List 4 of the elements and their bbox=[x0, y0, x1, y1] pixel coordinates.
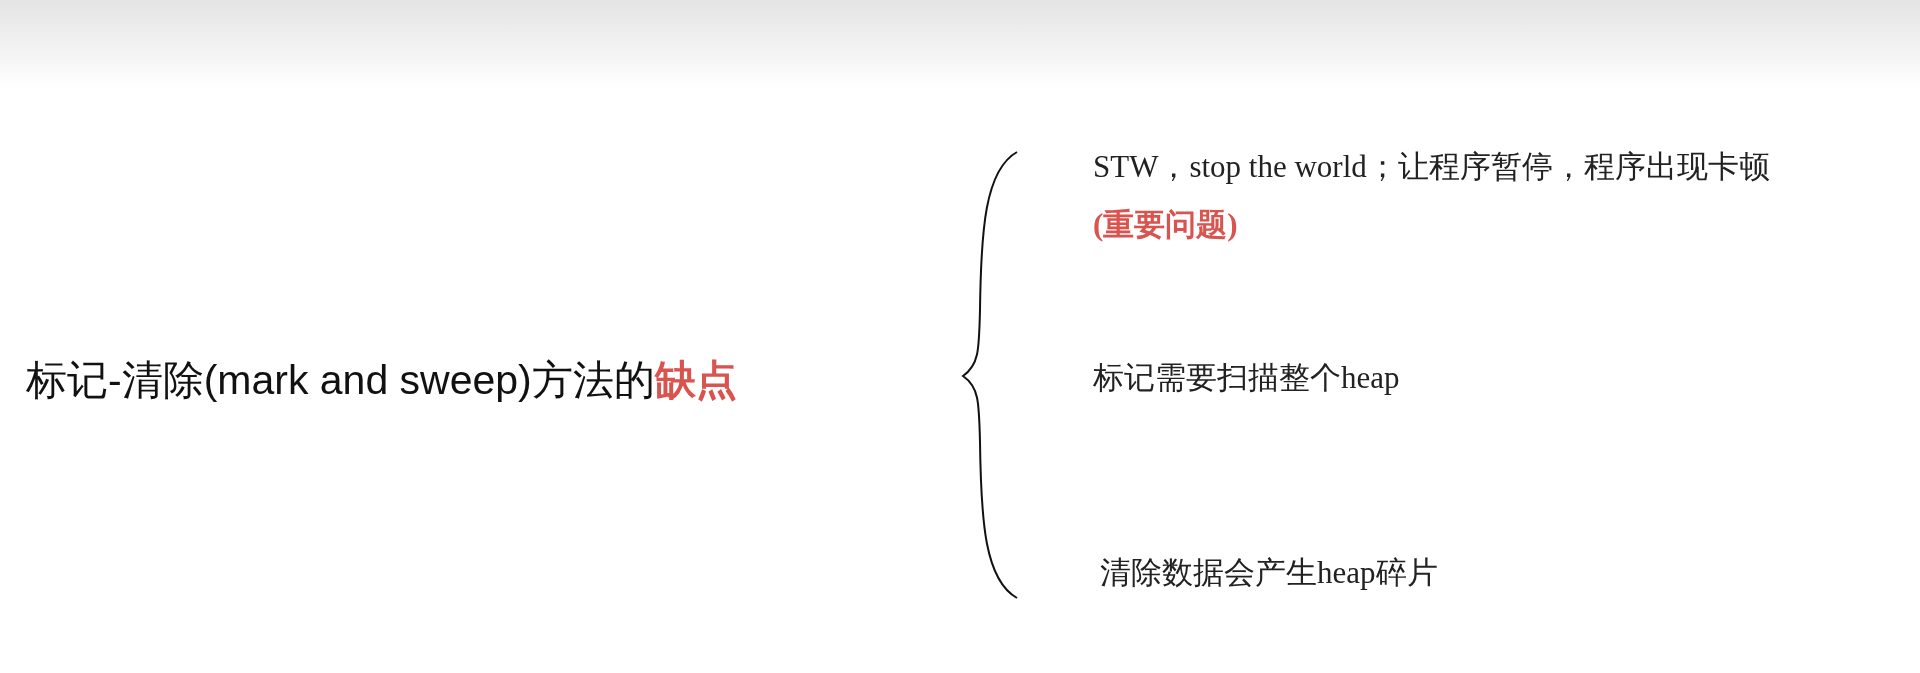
heading-text: 标记-清除(mark and sweep)方法的缺点 bbox=[26, 356, 737, 405]
point-text: STW，stop the world；让程序暂停，程序出现卡顿(重要问题) bbox=[1093, 148, 1771, 244]
point-text: 标记需要扫描整个heap bbox=[1093, 359, 1400, 397]
point-text: 清除数据会产生heap碎片 bbox=[1100, 554, 1438, 592]
